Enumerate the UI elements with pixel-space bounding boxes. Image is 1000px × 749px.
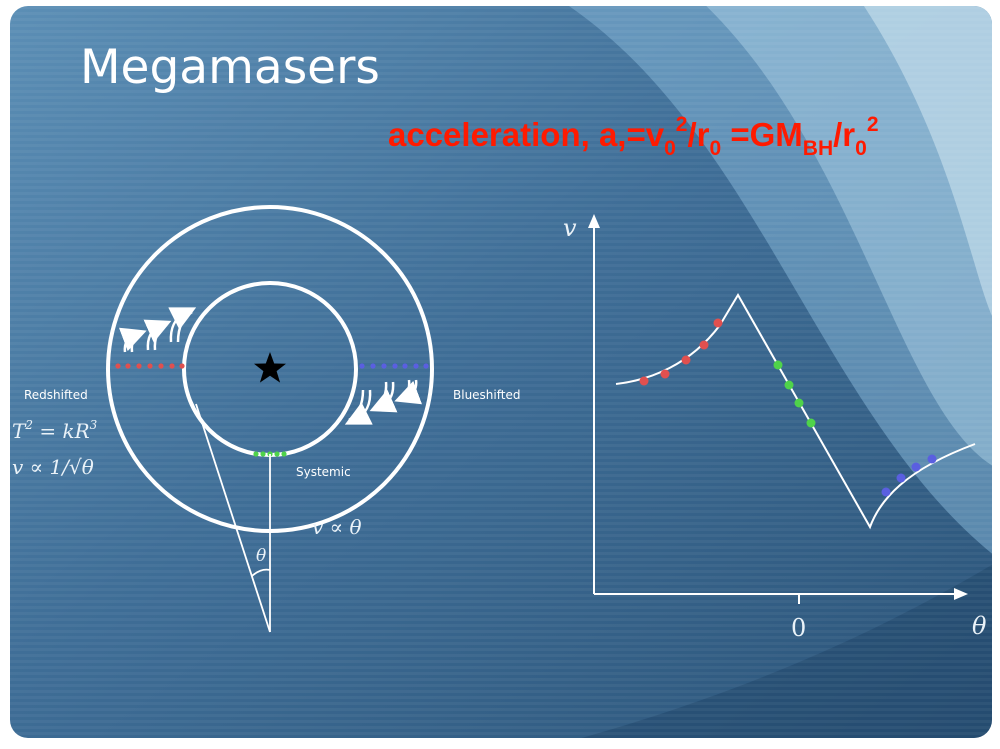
formula-sub-bh: BH: [803, 137, 833, 160]
formula-sub-0a: 0: [664, 137, 676, 160]
disk-diagram: Redshifted Blueshifted Systemic T2 = kR3…: [12, 205, 520, 633]
formula-part-1: acceleration, a,=v: [388, 116, 665, 153]
blueshifted-masers: [359, 363, 429, 369]
y-axis-arrow: [588, 214, 600, 228]
x-axis-arrow: [954, 588, 968, 600]
formula-part-4: /r: [833, 116, 855, 153]
velocity-sqrt-equation: v ∝ 1/√θ: [12, 455, 94, 479]
rotation-curve: [615, 293, 976, 530]
label-redshifted: Redshifted: [24, 388, 88, 402]
formula-sub-0c: 0: [855, 137, 867, 160]
redshifted-masers: [115, 363, 185, 369]
angle-triangle: [195, 403, 271, 633]
acceleration-formula: acceleration, a,=v02/r0 =GMBH/r02: [388, 113, 879, 160]
formula-sup-2b: 2: [867, 113, 879, 136]
curve-blue-points: [881, 454, 937, 497]
rotation-arrows-left: [118, 307, 197, 353]
formula-sub-0b: 0: [709, 137, 721, 160]
curve-red-points: [639, 318, 723, 386]
curve-green-points: [773, 360, 816, 428]
rotation-arrows-right: [344, 379, 423, 425]
velocity-theta-equation: v ∝ θ: [312, 515, 362, 539]
label-systemic: Systemic: [296, 465, 351, 479]
x-tick-zero-label: 0: [791, 614, 806, 642]
label-blueshifted: Blueshifted: [453, 388, 520, 402]
kepler-equation: T2 = kR3: [12, 418, 98, 443]
star-icon: [254, 352, 286, 383]
formula-part-3: =GM: [721, 116, 803, 153]
formula-part-2: /r: [687, 116, 709, 153]
x-axis-label: θ: [972, 612, 987, 640]
y-axis-label: v: [563, 214, 577, 242]
velocity-plot: v θ 0: [563, 214, 987, 642]
angle-theta-label: θ: [256, 546, 266, 566]
formula-sup-2a: 2: [676, 113, 688, 136]
slide-title: Megamasers: [80, 40, 380, 95]
systemic-masers: [253, 451, 287, 457]
